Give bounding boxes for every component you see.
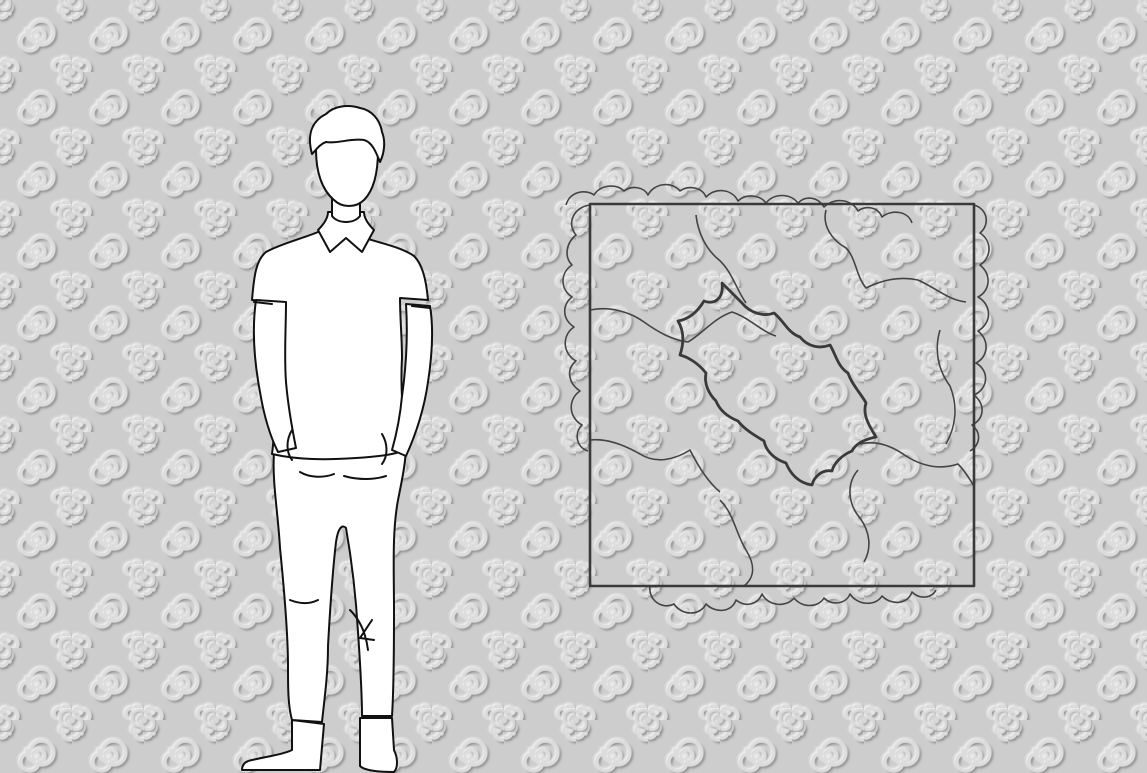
right-shoe (360, 718, 397, 772)
